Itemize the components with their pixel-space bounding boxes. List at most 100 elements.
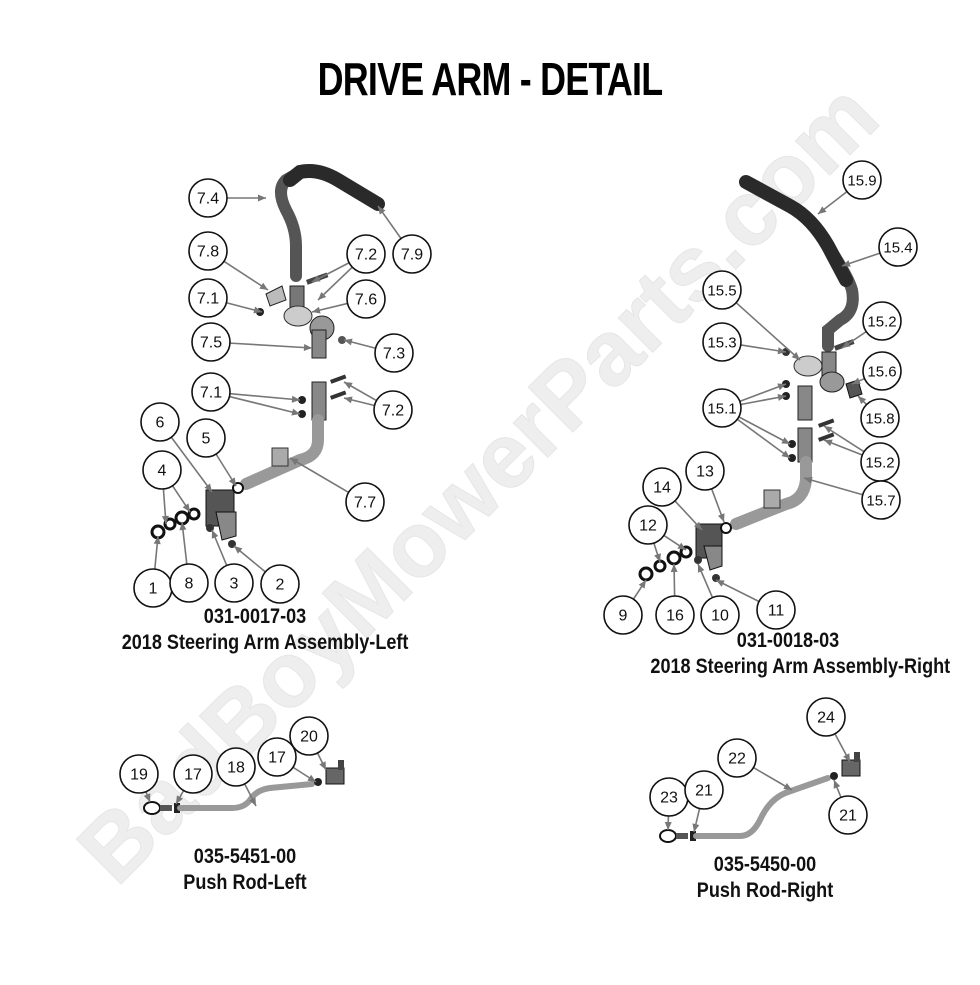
leader-line [804, 478, 863, 495]
callout-bubble: 15.8 [861, 399, 899, 437]
pivot-disc [284, 306, 312, 326]
left-steering-arm-drawing [152, 171, 378, 548]
arm-link [312, 330, 326, 358]
callout-bubble: 17 [174, 755, 212, 793]
callout-number: 15.7 [866, 493, 895, 510]
callout-number: 7.1 [200, 385, 222, 402]
bolt [694, 556, 702, 564]
shaft-bracket [272, 448, 288, 466]
callout-number: 7.3 [383, 346, 405, 363]
callout-number: 16 [666, 608, 684, 625]
right-rod-name: Push Rod-Right [692, 878, 838, 904]
hub-plate [216, 512, 236, 540]
callout-number: 1 [149, 581, 158, 598]
left-rod-part-number: 035-5451-00 [172, 844, 318, 870]
rod-end-stem [160, 805, 172, 811]
callout-number: 10 [711, 608, 729, 625]
callout-bubble: 14 [643, 468, 681, 506]
left-arm-name: 2018 Steering Arm Assembly-Left [122, 630, 389, 656]
leader-line [230, 343, 312, 348]
callout-number: 22 [728, 751, 746, 768]
ball-stud [854, 752, 860, 762]
callout-number: 12 [639, 518, 657, 535]
washer [721, 523, 731, 533]
callout-number: 6 [156, 415, 165, 432]
callout-bubble: 15.7 [862, 481, 900, 519]
callout-number: 8 [185, 576, 194, 593]
callout-number: 15.2 [865, 455, 894, 472]
callout-bubble: 20 [290, 717, 328, 755]
right-rod-part-number: 035-5450-00 [692, 852, 838, 878]
leader-arrowhead [671, 564, 678, 572]
callout-bubble: 7.5 [192, 323, 230, 361]
callout-bubble: 18 [217, 748, 255, 786]
callout-bubble: 7.1 [192, 373, 230, 411]
callout-number: 15.4 [883, 240, 912, 257]
left-arm-caption: 031-0017-03 2018 Steering Arm Assembly-L… [122, 604, 389, 656]
callout-bubble: 24 [807, 698, 845, 736]
leader-arrowhead [824, 440, 833, 447]
callout-number: 19 [130, 767, 148, 784]
leader-arrowhead [781, 450, 790, 458]
callout-bubble: 2 [261, 565, 299, 603]
leader-line [290, 458, 349, 492]
ball-joint [326, 768, 344, 784]
page-title: DRIVE ARM - DETAIL [108, 52, 872, 106]
leader-arrowhead [692, 823, 699, 832]
leader-line [737, 419, 790, 458]
callout-bubble: 7.7 [346, 483, 384, 521]
callout-number: 21 [695, 783, 713, 800]
callout-bubble: 15.2 [861, 443, 899, 481]
left-rod-caption: 035-5451-00 Push Rod-Left [172, 844, 318, 896]
callout-bubble: 5 [187, 419, 225, 457]
callout-bubble: 7.4 [189, 179, 227, 217]
leader-arrowhead [639, 580, 646, 589]
callout-bubble: 7.9 [393, 235, 431, 273]
leader-arrowhead [304, 344, 312, 351]
bearing [668, 552, 680, 564]
callout-bubble: 23 [650, 778, 688, 816]
callout-bubble: 7.6 [347, 280, 385, 318]
leader-arrowhead [824, 426, 833, 433]
leader-arrowhead [718, 513, 725, 522]
bearing [189, 509, 199, 519]
callout-number: 15.5 [707, 283, 736, 300]
leader-arrowhead [307, 775, 316, 782]
callout-number: 17 [184, 767, 202, 784]
spacer [655, 561, 665, 571]
left-arm-part-number: 031-0017-03 [122, 604, 389, 630]
nut [830, 772, 838, 780]
callout-number: 15.8 [865, 411, 894, 428]
arm-link [798, 386, 812, 420]
callout-number: 15.1 [707, 401, 736, 418]
callout-bubble: 21 [829, 796, 867, 834]
callout-number: 2 [276, 577, 285, 594]
right-arm-name: 2018 Steering Arm Assembly-Right [650, 654, 925, 680]
callout-number: 18 [227, 760, 245, 777]
callout-number: 5 [202, 431, 211, 448]
callout-bubble: 17 [258, 738, 296, 776]
callout-bubble: 21 [685, 771, 723, 809]
callout-number: 23 [660, 790, 678, 807]
callout-bubble: 13 [686, 452, 724, 490]
callout-bubble: 7.2 [347, 235, 385, 273]
callout-number: 7.4 [197, 191, 219, 208]
callout-number: 7.5 [200, 335, 222, 352]
leader-arrowhead [834, 780, 840, 789]
left-rod-name: Push Rod-Left [172, 870, 318, 896]
leader-arrowhead [258, 195, 266, 202]
rod-end [144, 802, 160, 814]
callout-bubble: 3 [215, 564, 253, 602]
callout-bubble: 12 [629, 506, 667, 544]
callout-bubble: 15.1 [703, 389, 741, 427]
right-rod-caption: 035-5450-00 Push Rod-Right [692, 852, 838, 904]
leader-arrowhead [665, 822, 672, 830]
leader-line [736, 303, 800, 360]
callout-number: 7.1 [197, 291, 219, 308]
callout-bubble: 15.9 [843, 161, 881, 199]
callout-number: 15.9 [847, 173, 876, 190]
right-arm-part-number: 031-0018-03 [650, 628, 925, 654]
callout-number: 7.2 [382, 403, 404, 420]
